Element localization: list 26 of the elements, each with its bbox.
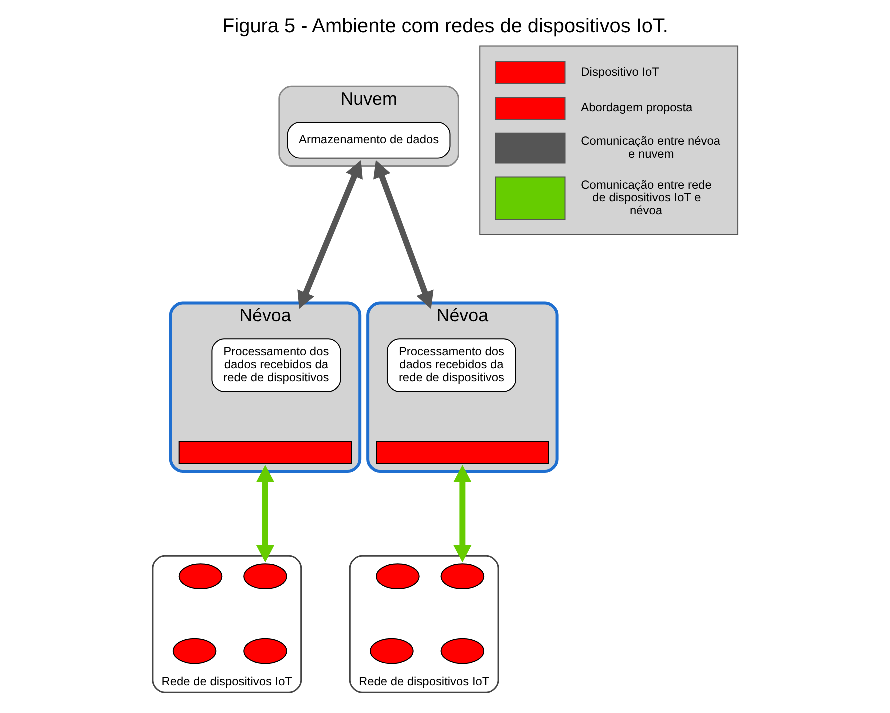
legend-label: Comunicação entre névoa e nuvem (580, 134, 720, 161)
node-ellipse (172, 638, 216, 664)
node-box: Armazenamento de dados (286, 122, 450, 159)
arrow (256, 465, 274, 563)
arrow (373, 160, 434, 310)
legend-label: Dispositivo IoT (580, 64, 659, 79)
legend-label: Comunicação entre rede de dispositivos IoT e névoa (580, 178, 712, 218)
node-ellipse (376, 564, 420, 590)
node-box: Processamento dos dados recebidos da rede de dispositivos (211, 338, 341, 392)
node-label: Rede de dispositivos IoT (358, 674, 490, 688)
legend-label: Abordagem proposta (580, 100, 692, 115)
node-ellipse (178, 564, 222, 590)
cluster (348, 555, 499, 694)
arrow (297, 160, 362, 310)
node-box: Processamento dos dados recebidos da rede de dispositivos (386, 338, 516, 392)
node-bar (178, 441, 352, 464)
arrow (453, 465, 472, 563)
diagram-title: Figura 5 - Ambiente com redes de dispositivos IoT. (222, 15, 668, 38)
node-ellipse (440, 564, 484, 590)
node-ellipse (370, 638, 414, 664)
node-bar (376, 441, 549, 464)
node-ellipse (243, 564, 287, 590)
node-ellipse (243, 638, 287, 664)
node-label: Rede de dispositivos IoT (161, 674, 292, 688)
node-ellipse (440, 638, 484, 664)
cluster (152, 555, 302, 694)
